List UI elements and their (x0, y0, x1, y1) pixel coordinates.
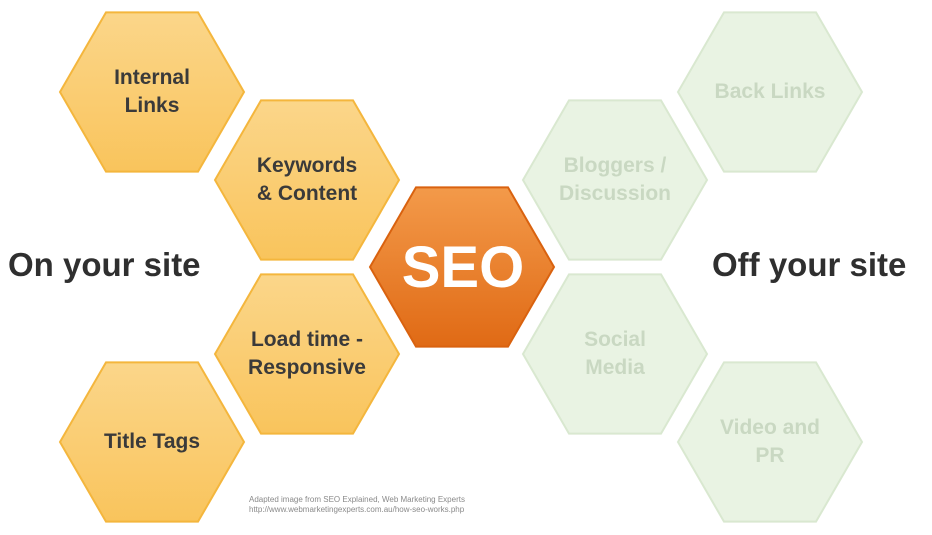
hex-label-social-media: Social Media (584, 328, 646, 379)
hexagon-keywords-content (213, 99, 401, 261)
hexagon-bloggers-discussion (521, 99, 709, 261)
on-your-site-heading: On your site (8, 246, 201, 283)
hexagon-internal-links (58, 11, 246, 173)
hexagon-video-pr (676, 361, 864, 523)
hexagon-back-links (676, 11, 864, 173)
hex-label-back-links: Back Links (714, 80, 826, 103)
hex-label-title-tags: Title Tags (103, 430, 201, 453)
hexagon-load-time-responsive (213, 273, 401, 435)
hexagon-social-media (521, 273, 709, 435)
hex-label-internal-links: Internal Links (114, 66, 190, 117)
hexagon-title-tags (58, 361, 246, 523)
credit-line-1: Adapted image from SEO Explained, Web Ma… (249, 495, 465, 504)
hexagon-seo (368, 186, 556, 348)
credit-line-2: http://www.webmarketingexperts.com.au/ho… (249, 505, 465, 514)
seo-center-label: SEO (401, 234, 525, 300)
hex-label-bloggers-discussion: Bloggers / Discussion (558, 154, 672, 205)
source-credit: Adapted image from SEO Explained, Web Ma… (249, 495, 465, 515)
off-your-site-heading: Off your site (712, 246, 907, 283)
hex-label-load-time-responsive: Load time - Responsive (248, 328, 366, 379)
hex-label-video-pr: Video and PR (720, 416, 820, 467)
hex-label-keywords-content: Keywords & Content (256, 154, 358, 205)
